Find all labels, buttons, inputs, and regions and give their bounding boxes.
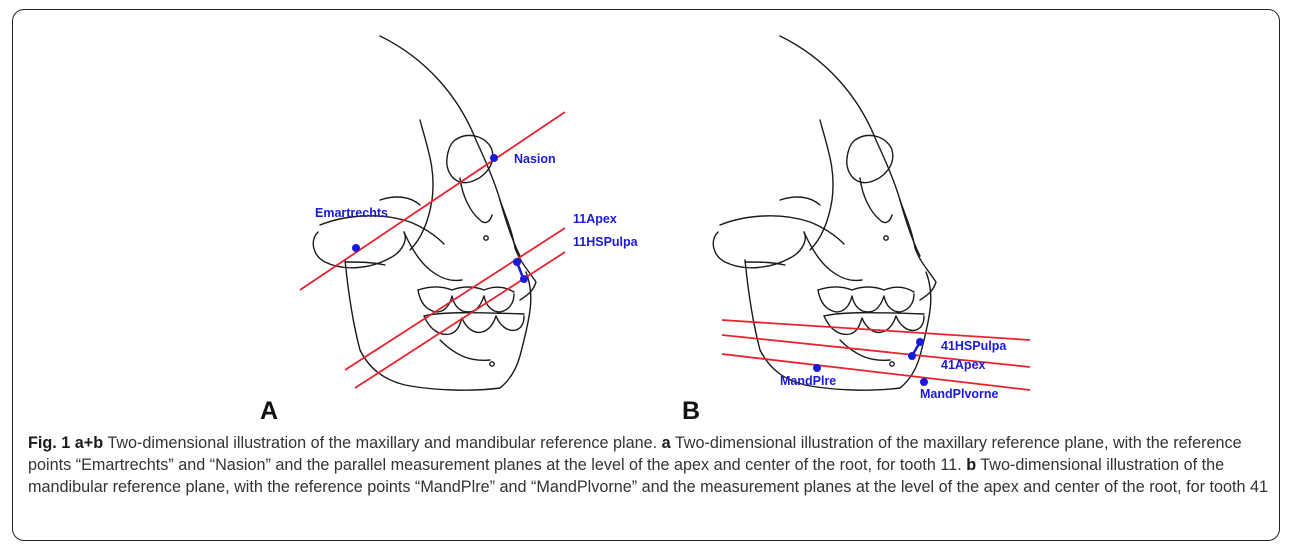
apex-11-point bbox=[513, 258, 521, 266]
caption-label-a: a bbox=[662, 434, 671, 452]
caption-label-b: b bbox=[966, 456, 976, 474]
nasion-label: Nasion bbox=[514, 152, 556, 166]
mandplvorne-label: MandPlvorne bbox=[920, 387, 999, 401]
apex-11-label: 11Apex bbox=[573, 212, 617, 226]
nasion-point bbox=[490, 154, 498, 162]
apex-41-point bbox=[908, 352, 916, 360]
mandibular-reference-planes bbox=[722, 320, 1030, 390]
mandplre-label: MandPlre bbox=[780, 374, 836, 388]
pulpa-plane-b bbox=[722, 320, 1030, 340]
reference-plane-a bbox=[300, 112, 565, 290]
figure-caption: Fig. 1 a+b Two-dimensional illustration … bbox=[28, 432, 1268, 498]
pulpa-11-point bbox=[520, 275, 528, 283]
apex-41-label: 41Apex bbox=[941, 358, 986, 372]
caption-figure-label: Fig. 1 a+b bbox=[28, 434, 103, 452]
pulpa-plane-a bbox=[355, 252, 565, 388]
mandplvorne-point bbox=[920, 378, 928, 386]
pulpa-41-point bbox=[916, 338, 924, 346]
panel-letter-a: A bbox=[260, 397, 278, 425]
emartrechts-point bbox=[352, 244, 360, 252]
caption-intro: Two-dimensional illustration of the maxi… bbox=[103, 434, 661, 452]
pulpa-41-label: 41HSPulpa bbox=[941, 339, 1007, 353]
figure-illustration: Nasion Emartrechts 11Apex 11HSPulpa 41HS… bbox=[0, 0, 1295, 430]
emartrechts-label: Emartrechts bbox=[315, 206, 388, 220]
apex-plane-a bbox=[345, 228, 565, 370]
pulpa-11-label: 11HSPulpa bbox=[573, 235, 639, 249]
panel-letter-b: B bbox=[682, 397, 700, 425]
mandplre-point bbox=[813, 364, 821, 372]
